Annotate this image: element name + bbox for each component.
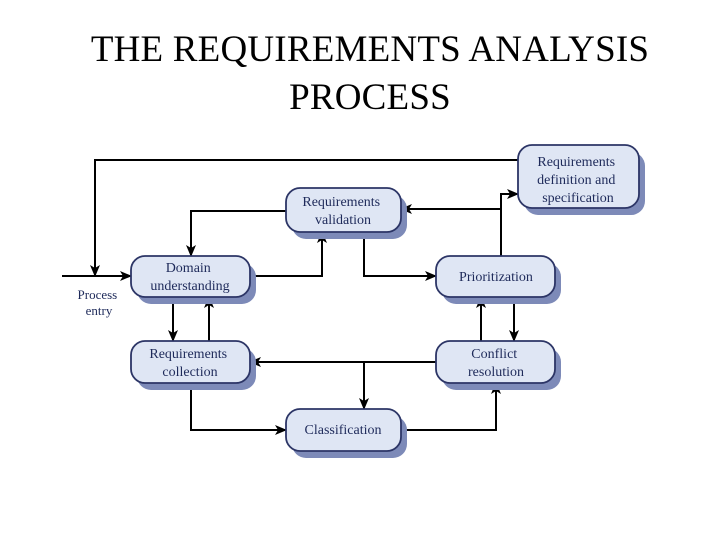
node-conflict-resolution: Conflict resolution: [435, 340, 561, 390]
arrow-prioritization-to-validation: [400, 204, 502, 256]
node-prioritization: Prioritization: [435, 255, 561, 304]
arrow-validation-to-domain: [186, 210, 286, 257]
arrow-domain-to-validation: [250, 231, 327, 277]
arrow-definition-to-domain: [90, 159, 518, 277]
arrow-prioritization-to-definition: [500, 189, 519, 256]
node-requirements-validation: Requirements validation: [285, 187, 407, 239]
arrow-classification-to-conflict: [401, 382, 501, 431]
node-classification: Classification: [285, 408, 407, 458]
node-domain-understanding: Domain understanding: [130, 255, 256, 304]
svg-text:Requirements collection: Requirements collection: [149, 347, 230, 380]
arrow-validation-to-prioritization: [363, 232, 437, 281]
svg-text:Domain understanding: Domain understanding: [150, 261, 229, 294]
svg-text:Prioritization: Prioritization: [459, 270, 533, 285]
node-requirements-collection: Requirements collection: [130, 340, 256, 390]
arrow-collection-to-classification: [190, 383, 287, 435]
node-requirements-definition: Requirements definition and specificatio…: [517, 144, 645, 215]
svg-text:Requirements definition: Requirements definition and specificatio…: [537, 155, 619, 206]
title-line-2: PROCESS: [289, 77, 451, 118]
svg-text:Conflict resolution: Conflict resolution: [468, 347, 524, 380]
svg-text:Classification: Classification: [305, 423, 382, 438]
process-entry-label: Process entry: [78, 287, 121, 318]
title-line-1: THE REQUIREMENTS ANALYSIS: [90, 29, 650, 70]
svg-text:Requirements validation: Requirements validation: [302, 195, 383, 228]
connectors: [62, 159, 519, 435]
page-title: THE REQUIREMENTS ANALYSIS PROCESS: [0, 26, 720, 122]
